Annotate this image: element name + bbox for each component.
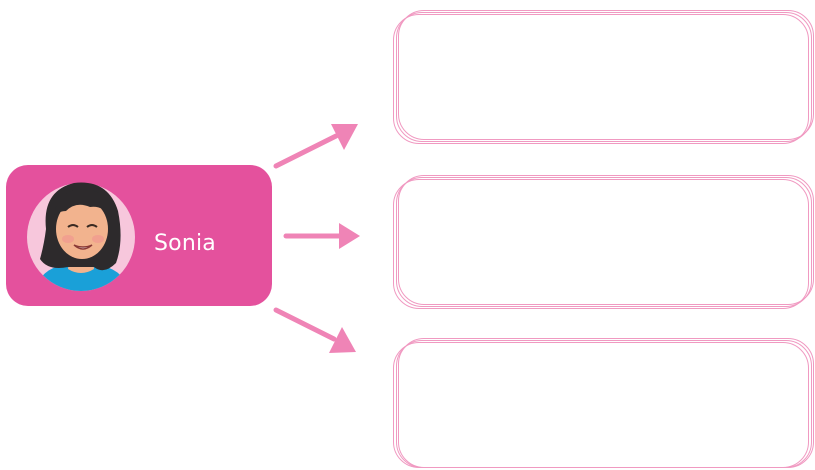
answer-box[interactable] [393,10,814,144]
answer-box[interactable] [393,175,814,309]
woman-portrait-icon [27,182,135,291]
answer-box[interactable] [393,338,814,470]
arrow-right-icon [273,307,356,353]
arrow-right-icon [273,124,358,169]
arrow-right-icon [283,223,360,249]
person-card: Sonia [6,165,272,306]
person-name: Sonia [154,231,216,256]
